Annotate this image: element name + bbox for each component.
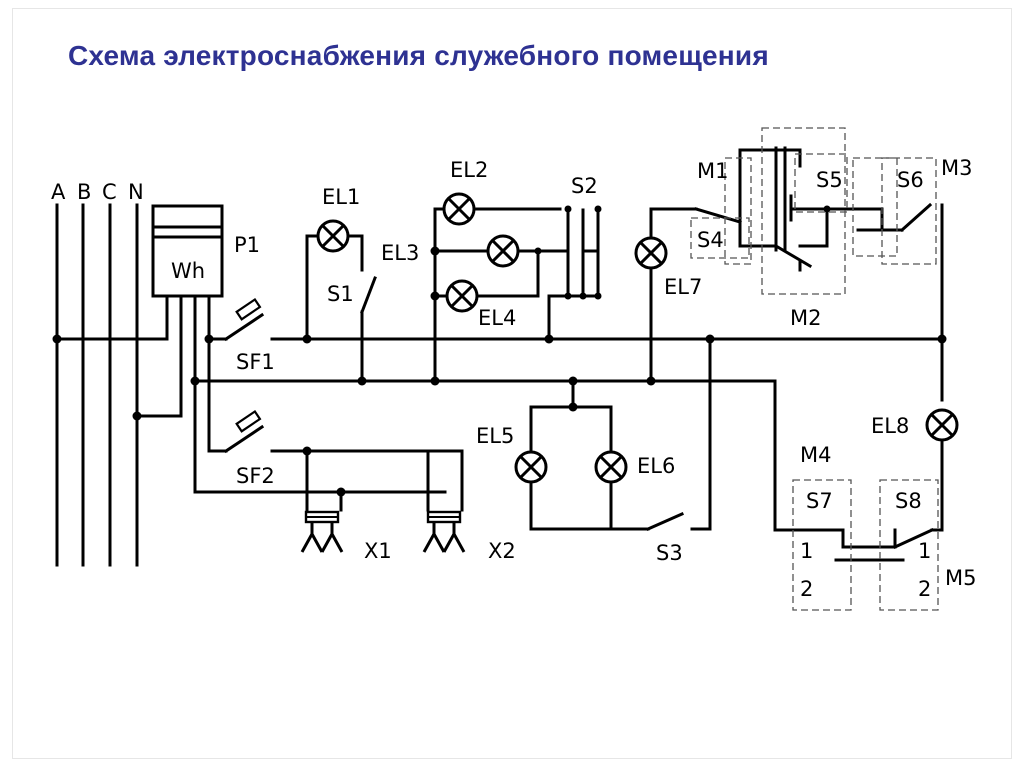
lamp-el4-icon bbox=[445, 279, 479, 313]
label-m2: M2 bbox=[790, 306, 821, 330]
lamp-el5-icon bbox=[514, 450, 548, 484]
lamp-el8-icon bbox=[925, 408, 959, 442]
lamp-el1-icon bbox=[316, 219, 350, 253]
supply-lines bbox=[55, 203, 139, 567]
label-s2: S2 bbox=[571, 174, 598, 198]
label-m1: M1 bbox=[697, 159, 728, 183]
lamp-el3-icon bbox=[486, 234, 520, 268]
label-s8-pos1: 1 bbox=[918, 539, 931, 563]
label-m5: M5 bbox=[945, 566, 976, 590]
meter-p1: Wh bbox=[151, 204, 224, 298]
label-el4: EL4 bbox=[478, 306, 516, 330]
label-el3: EL3 bbox=[381, 241, 419, 265]
socket-x1-icon bbox=[300, 510, 344, 554]
branch-el8 bbox=[773, 379, 944, 562]
label-s3: S3 bbox=[656, 541, 683, 565]
breaker-sf2 bbox=[207, 410, 464, 454]
label-phase-b: B bbox=[77, 180, 91, 204]
label-s8-pos2: 2 bbox=[918, 577, 931, 601]
meter-symbol: Wh bbox=[171, 259, 205, 283]
label-el1: EL1 bbox=[322, 185, 360, 209]
label-s1: S1 bbox=[327, 282, 354, 306]
label-phase-a: A bbox=[51, 180, 66, 204]
label-s7-pos1: 1 bbox=[800, 539, 813, 563]
branch-el5-el6 bbox=[529, 337, 712, 531]
lamp-el2-icon bbox=[442, 192, 476, 226]
socket-wiring bbox=[193, 449, 464, 512]
switch-s2-contacts bbox=[534, 205, 602, 300]
slide-frame bbox=[12, 8, 1012, 759]
label-s5: S5 bbox=[816, 168, 843, 192]
lamp-el6-icon bbox=[594, 450, 628, 484]
label-s4: S4 bbox=[697, 228, 724, 252]
label-el7: EL7 bbox=[664, 275, 702, 299]
lamp-el7-icon bbox=[634, 236, 668, 270]
junction-dots bbox=[52, 246, 947, 497]
label-m4: M4 bbox=[800, 443, 831, 467]
page-title: Схема электроснабжения служебного помеще… bbox=[68, 40, 769, 71]
switch-group-frames bbox=[690, 127, 937, 295]
label-el6: EL6 bbox=[637, 454, 675, 478]
label-p1: P1 bbox=[234, 233, 260, 257]
label-s7: S7 bbox=[806, 489, 833, 513]
breaker-sf1 bbox=[207, 298, 265, 342]
label-el8: EL8 bbox=[871, 414, 909, 438]
label-el2: EL2 bbox=[450, 158, 488, 182]
label-x1: X1 bbox=[364, 539, 392, 563]
branch-el7 bbox=[649, 146, 944, 402]
meter-wiring bbox=[55, 294, 211, 494]
socket-x2-icon bbox=[422, 510, 466, 554]
label-neutral: N bbox=[128, 180, 144, 204]
label-m3: M3 bbox=[941, 156, 972, 180]
switch-s7-s8-frames bbox=[792, 479, 939, 611]
label-s7-pos2: 2 bbox=[800, 577, 813, 601]
branch-el1 bbox=[305, 234, 377, 383]
label-sf2: SF2 bbox=[236, 464, 275, 488]
label-s6: S6 bbox=[897, 168, 924, 192]
label-el5: EL5 bbox=[476, 424, 514, 448]
label-sf1: SF1 bbox=[236, 350, 275, 374]
label-x2: X2 bbox=[488, 539, 516, 563]
label-s8: S8 bbox=[895, 489, 922, 513]
label-phase-c: C bbox=[102, 180, 117, 204]
